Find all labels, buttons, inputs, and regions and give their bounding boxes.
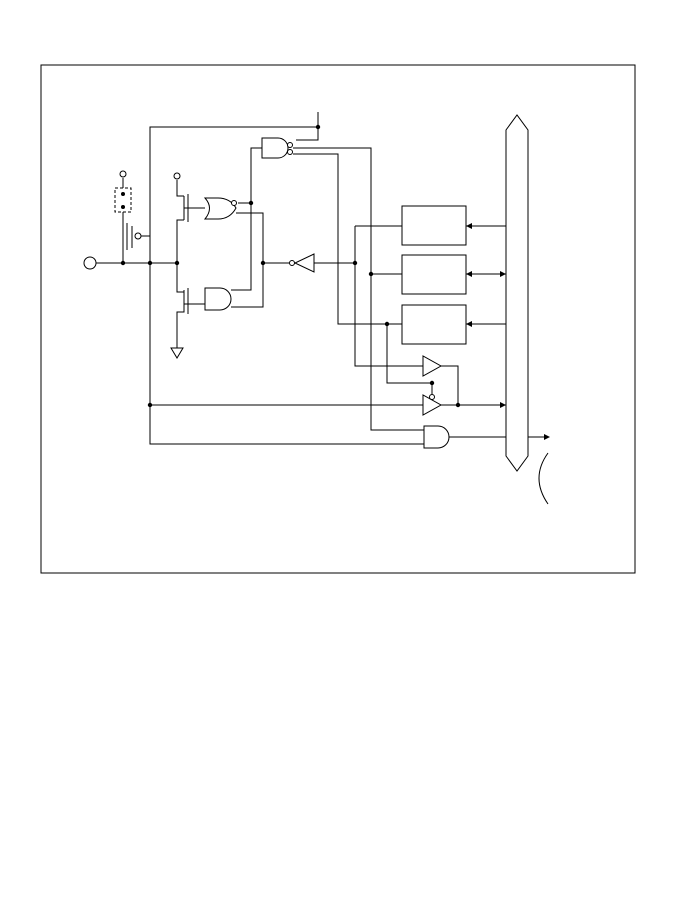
nor-gate [203, 197, 237, 220]
inverter [289, 253, 315, 273]
nand-gate [261, 137, 293, 159]
supply-terminal [173, 172, 181, 180]
diagram-frame [40, 64, 636, 574]
junction-dots [120, 124, 461, 408]
and-gate [423, 425, 450, 449]
buffer [422, 394, 443, 416]
register-block [401, 205, 467, 246]
ground-icon [170, 347, 184, 359]
supply-terminal [119, 170, 127, 178]
arrowheads [466, 223, 550, 440]
arc-edge [538, 452, 549, 505]
wiring [96, 112, 545, 445]
register-block [401, 304, 467, 345]
internal-bus [505, 114, 529, 472]
register-block [401, 254, 467, 295]
option-box [114, 187, 132, 213]
buffer [422, 355, 443, 377]
pullup-transistor [126, 223, 142, 250]
and-gate [204, 287, 232, 311]
input-pad [83, 256, 97, 270]
